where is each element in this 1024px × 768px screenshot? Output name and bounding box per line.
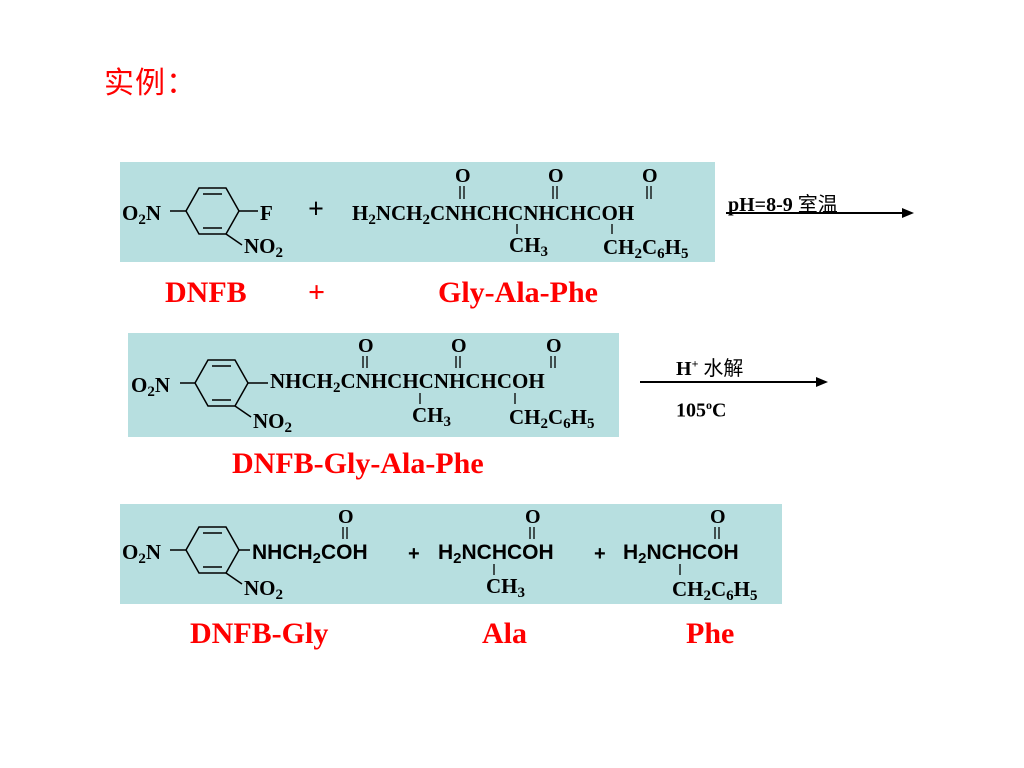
- acid-superscript: +: [691, 356, 699, 371]
- svg-text:H2NCH2CNHCHCNHCHCOH: H2NCH2CNHCHCNHCHCOH: [352, 201, 634, 228]
- svg-text:NO2: NO2: [244, 234, 283, 261]
- svg-text:H2NCHCOH: H2NCHCOH: [623, 541, 739, 567]
- dnfb-gly-label: DNFB-Gly: [190, 617, 329, 650]
- phe-label: Phe: [686, 617, 735, 650]
- dnfb-tripeptide-chain: NHCH2CNHCHCNHCHCOH O O O CH3 CH2C6H5: [270, 335, 595, 432]
- phenylalanine-structure: H2NCHCOH O CH2C6H5: [623, 506, 758, 604]
- svg-text:O: O: [525, 506, 541, 528]
- svg-text:O: O: [710, 506, 726, 528]
- ala-label: Ala: [482, 617, 527, 650]
- svg-text:CH3: CH3: [509, 233, 548, 260]
- svg-text:CH2C6H5: CH2C6H5: [509, 405, 595, 432]
- reaction2-acid-condition: H+ 水解: [676, 352, 743, 381]
- svg-text:O: O: [548, 165, 564, 187]
- reaction3-structure: O2N NO2 NHCH2COH O + H2NCHCOH O CH3 + H2…: [122, 506, 758, 604]
- svg-text:O2N: O2N: [122, 201, 161, 228]
- reaction1-plus: +: [308, 194, 324, 225]
- svg-text:O2N: O2N: [131, 373, 170, 400]
- dinitrophenyl-group: O2N NO2: [122, 526, 283, 603]
- reaction1-arrow: [726, 208, 914, 218]
- ph-condition: pH=8-9: [728, 194, 793, 216]
- svg-text:CH3: CH3: [486, 574, 525, 601]
- degree-superscript: o: [706, 398, 712, 412]
- reaction2-arrow: [640, 377, 828, 387]
- reaction3-plus-1: +: [408, 543, 420, 565]
- svg-text:NHCH2COH: NHCH2COH: [252, 541, 368, 567]
- svg-text:O: O: [455, 165, 471, 187]
- reaction3-panel: O2N NO2 NHCH2COH O + H2NCHCOH O CH3 + H2…: [120, 504, 782, 604]
- reaction1-panel: O2N F NO2 + H2NCH2CNHCHCNHCHCOH O O O CH…: [120, 162, 715, 262]
- svg-text:O: O: [358, 335, 374, 357]
- gly-ala-phe-label: Gly-Ala-Phe: [438, 276, 598, 309]
- alanine-structure: H2NCHCOH O CH3: [438, 506, 554, 601]
- temp-value: 105: [676, 399, 706, 422]
- svg-text:CH2C6H5: CH2C6H5: [672, 577, 758, 604]
- reaction1-structure: O2N F NO2 + H2NCH2CNHCHCNHCHCOH O O O CH…: [122, 165, 689, 262]
- hydrolysis-label: 水解: [703, 356, 744, 380]
- svg-text:CH3: CH3: [412, 403, 451, 430]
- svg-text:CH2C6H5: CH2C6H5: [603, 235, 689, 262]
- dnfb-label: DNFB: [165, 276, 247, 309]
- reaction2-temperature-condition: 105oC: [676, 398, 726, 423]
- svg-text:O: O: [642, 165, 658, 187]
- svg-text:NO2: NO2: [244, 576, 283, 603]
- svg-text:O: O: [546, 335, 562, 357]
- reaction1-plus-label: +: [308, 276, 326, 309]
- tripeptide-structure: H2NCH2CNHCHCNHCHCOH O O O CH3 CH2C6H5: [352, 165, 689, 262]
- reaction2-structure: O2N NO2 NHCH2CNHCHCNHCHCOH O O O CH3 CH2…: [131, 335, 595, 436]
- svg-text:O: O: [451, 335, 467, 357]
- svg-text:NO2: NO2: [253, 409, 292, 436]
- acid-label: H: [676, 358, 692, 380]
- temp-unit: C: [712, 399, 727, 422]
- dnfb-gly-structure: NHCH2COH O: [252, 506, 368, 567]
- svg-text:F: F: [260, 201, 273, 225]
- svg-text:O2N: O2N: [122, 540, 161, 567]
- page-title: 实例：: [104, 66, 197, 101]
- reaction3-plus-2: +: [594, 543, 606, 565]
- dinitrophenyl-group: O2N F NO2: [122, 187, 283, 261]
- svg-text:H2NCHCOH: H2NCHCOH: [438, 541, 554, 567]
- svg-text:NHCH2CNHCHCNHCHCOH: NHCH2CNHCHCNHCHCOH: [270, 369, 545, 396]
- reaction2-panel: O2N NO2 NHCH2CNHCHCNHCHCOH O O O CH3 CH2…: [128, 333, 619, 437]
- dinitrophenyl-group: O2N NO2: [131, 359, 292, 436]
- svg-text:O: O: [338, 506, 354, 528]
- dnfb-gly-ala-phe-label: DNFB-Gly-Ala-Phe: [232, 447, 484, 480]
